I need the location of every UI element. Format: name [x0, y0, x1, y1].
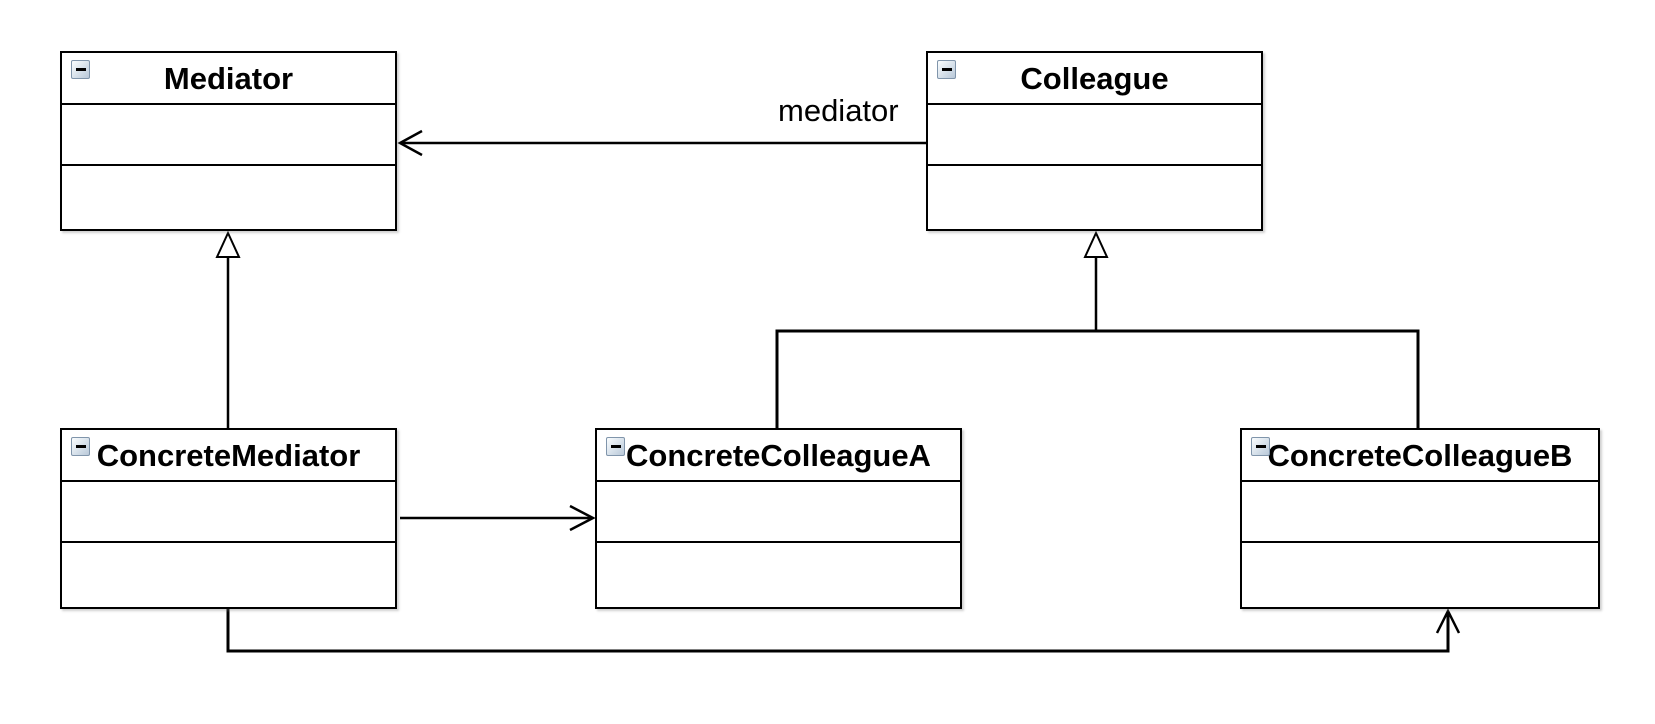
collapse-minus-icon[interactable] — [71, 437, 90, 456]
title-compartment: ConcreteColleagueA — [597, 430, 960, 482]
attributes-compartment — [1242, 482, 1598, 543]
class-name: ConcreteColleagueA — [626, 438, 931, 473]
collapse-minus-icon[interactable] — [937, 60, 956, 79]
generalization-concretecolleagues-to-colleague[interactable] — [775, 230, 1420, 428]
minus-glyph — [610, 445, 621, 448]
minus-glyph — [941, 68, 952, 71]
class-name: Colleague — [1020, 61, 1169, 96]
title-compartment: Colleague — [928, 53, 1261, 105]
association-colleague-to-mediator[interactable] — [397, 129, 926, 157]
class-name: ConcreteMediator — [96, 438, 361, 473]
operations-compartment — [62, 166, 395, 229]
collapse-minus-icon[interactable] — [606, 437, 625, 456]
title-compartment: Mediator — [62, 53, 395, 105]
generalization-concretemediator-to-mediator[interactable] — [215, 230, 241, 428]
class-box-mediator[interactable]: Mediator — [60, 51, 397, 231]
class-box-concretemediator[interactable]: ConcreteMediator — [60, 428, 397, 609]
operations-compartment — [928, 166, 1261, 229]
minus-glyph — [75, 68, 86, 71]
class-box-concretecolleagueb[interactable]: ConcreteColleagueB — [1240, 428, 1600, 609]
class-box-concretecolleaguea[interactable]: ConcreteColleagueA — [595, 428, 962, 609]
association-concretemediator-to-concretecolleaguea[interactable] — [400, 504, 596, 532]
association-role-label: mediator — [778, 93, 899, 128]
collapse-minus-icon[interactable] — [71, 60, 90, 79]
attributes-compartment — [597, 482, 960, 543]
association-concretemediator-to-concretecolleagueb[interactable] — [226, 608, 1461, 653]
operations-compartment — [62, 543, 395, 607]
class-name: Mediator — [163, 61, 294, 96]
operations-compartment — [597, 543, 960, 607]
title-compartment: ConcreteMediator — [62, 430, 395, 482]
minus-glyph — [75, 445, 86, 448]
minus-glyph — [1255, 445, 1266, 448]
class-box-colleague[interactable]: Colleague — [926, 51, 1263, 231]
attributes-compartment — [62, 482, 395, 543]
attributes-compartment — [928, 105, 1261, 166]
class-name: ConcreteColleagueB — [1267, 438, 1573, 473]
operations-compartment — [1242, 543, 1598, 607]
title-compartment: ConcreteColleagueB — [1242, 430, 1598, 482]
attributes-compartment — [62, 105, 395, 166]
collapse-minus-icon[interactable] — [1251, 437, 1270, 456]
